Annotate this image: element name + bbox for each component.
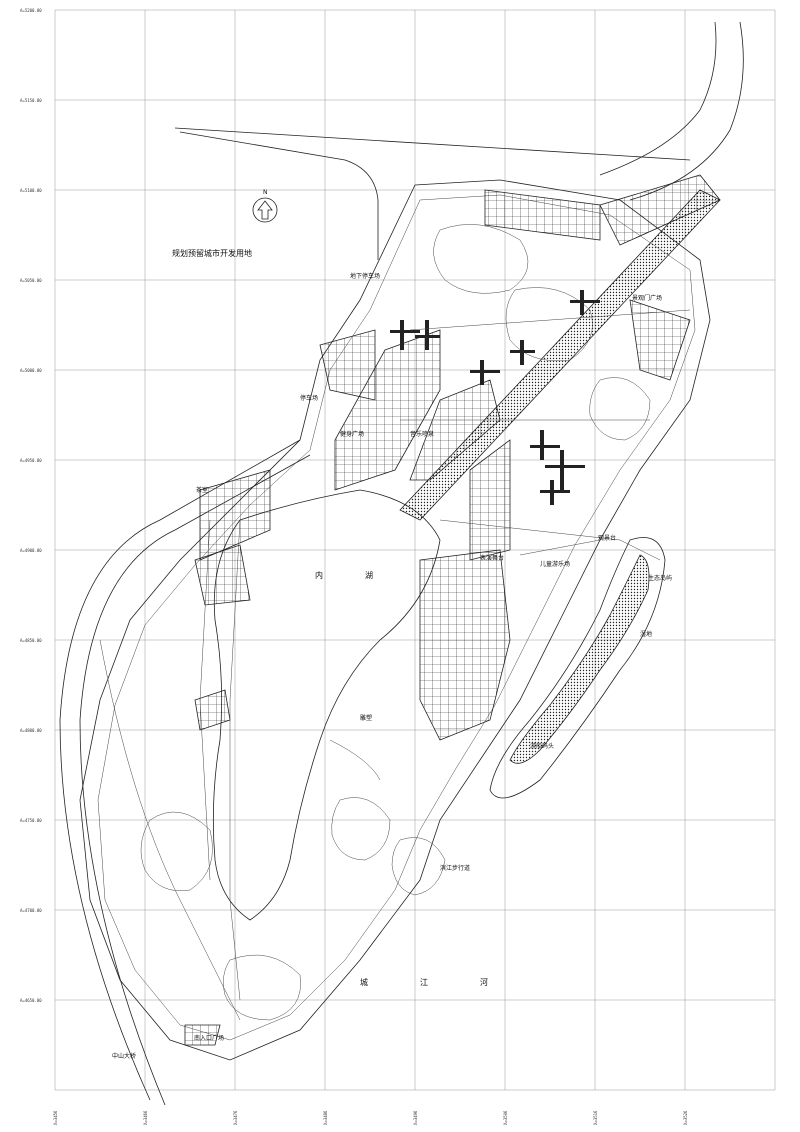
- label-pier: 游船码头: [530, 742, 554, 750]
- label-parking: 停车场: [300, 394, 318, 402]
- label-tea: 茶室: [196, 486, 208, 494]
- y-tick-label: A=5100.00: [20, 188, 42, 193]
- label-wetland: 湿地: [640, 630, 652, 638]
- x-tick-label: X=3486: [323, 1110, 328, 1125]
- building-blocks: [390, 290, 600, 505]
- label-observation: 观景台: [598, 534, 616, 542]
- label-fountain: 音乐喷泉: [410, 430, 434, 438]
- y-axis-ticks: A=5200.00A=5150.00A=5100.00A=5050.00A=50…: [20, 8, 42, 1003]
- x-tick-label: X=3496: [413, 1110, 418, 1125]
- coordinate-grid: [54, 9, 776, 1091]
- label-river-1: 城: [360, 978, 368, 987]
- y-tick-label: A=4650.00: [20, 998, 42, 1003]
- label-walkway: 滨江步行道: [440, 864, 470, 872]
- y-tick-label: A=5150.00: [20, 98, 42, 103]
- north-label: N: [263, 189, 268, 196]
- label-inner-lake-2: 湖: [365, 571, 373, 580]
- y-tick-label: A=4950.00: [20, 458, 42, 463]
- label-river-2: 江: [420, 978, 428, 987]
- label-performance: 表演舞台: [480, 554, 504, 562]
- x-tick-label: X=3456: [53, 1110, 58, 1125]
- x-tick-label: X=3516: [593, 1110, 598, 1125]
- y-tick-label: A=4800.00: [20, 728, 42, 733]
- label-inner-lake-1: 内: [315, 570, 323, 580]
- y-tick-label: A=5050.00: [20, 278, 42, 283]
- x-tick-label: X=3466: [143, 1110, 148, 1125]
- label-underground-parking: 地下停车场: [350, 272, 380, 280]
- x-tick-label: X=3506: [503, 1110, 508, 1125]
- inner-lake: [212, 489, 441, 921]
- y-tick-label: A=4850.00: [20, 638, 42, 643]
- label-play: 儿童游乐场: [540, 560, 570, 568]
- label-sculpture: 雕塑: [360, 714, 372, 722]
- label-river-3: 河: [480, 977, 488, 987]
- x-tick-label: X=3476: [233, 1110, 238, 1125]
- x-axis-ticks: X=3456 X=3466 X=3476 X=3486 X=3496 X=3506 X=35…: [53, 1110, 688, 1125]
- plaza-pavements: [184, 174, 721, 1046]
- north-arrow-icon: N: [252, 189, 278, 223]
- y-tick-label: A=4900.00: [20, 548, 42, 553]
- label-bridge: 中山大桥: [112, 1052, 136, 1060]
- y-tick-label: A=5200.00: [20, 8, 42, 13]
- y-tick-label: A=4750.00: [20, 818, 42, 823]
- label-south-entry: 南入口广场: [194, 1034, 224, 1042]
- label-island: 生态岛屿: [648, 574, 672, 582]
- x-tick-label: X=3526: [683, 1110, 688, 1125]
- roads: [59, 21, 744, 1106]
- landform-contours: [140, 224, 651, 1021]
- title-label: 规划预留城市开发用地: [172, 248, 252, 258]
- y-tick-label: A=4700.00: [20, 908, 42, 913]
- label-fitness: 健身广场: [340, 430, 364, 438]
- label-plaza-east: 景观门广场: [632, 294, 662, 302]
- east-island: [489, 537, 666, 799]
- y-tick-label: A=5000.00: [20, 368, 42, 373]
- area-labels: 内 湖 城 江 河 停车场 地下停车场 景观门广场 湿地 中山大桥 南入口广场 …: [112, 272, 672, 1060]
- walking-paths: [99, 309, 691, 1021]
